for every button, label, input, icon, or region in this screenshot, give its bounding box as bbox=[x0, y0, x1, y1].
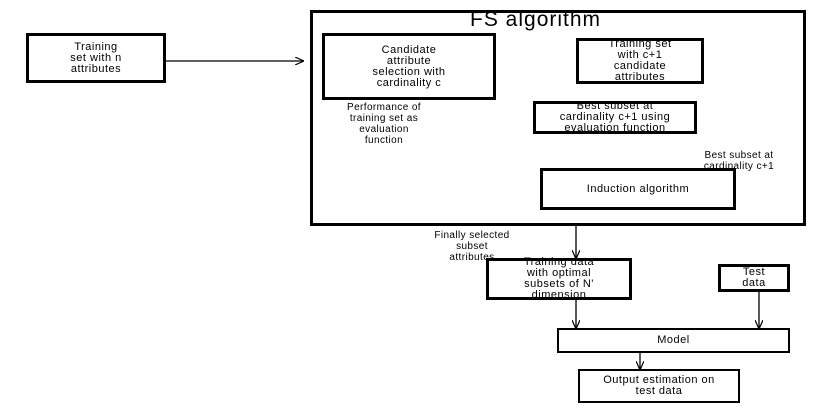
finally-selected-annotation: Finally selected subset attributes bbox=[434, 230, 510, 263]
training-data-optimal-label: Training data with optimal subsets of N'… bbox=[523, 256, 595, 301]
performance-annotation: Performance of training set as evaluatio… bbox=[347, 102, 421, 146]
test-data-box: Test data bbox=[718, 264, 790, 292]
output-label: Output estimation on test data bbox=[603, 374, 715, 397]
training-set-c1-box: Training set with c+1 candidate attribut… bbox=[576, 38, 704, 84]
training-set-label: Training set with n attributes bbox=[70, 40, 122, 75]
training-set-box: Training set with n attributes bbox=[26, 33, 166, 83]
candidate-selection-box: Candidate attribute selection with cardi… bbox=[322, 33, 496, 100]
test-data-label: Test data bbox=[742, 266, 766, 289]
output-box: Output estimation on test data bbox=[578, 369, 740, 403]
induction-box: Induction algorithm bbox=[540, 168, 736, 210]
model-box: Model bbox=[557, 328, 790, 353]
candidate-selection-label: Candidate attribute selection with cardi… bbox=[372, 43, 446, 89]
fs-algorithm-title: FS algorithm bbox=[470, 8, 602, 31]
best-subset-label: Best subset at cardinality c+1 using eva… bbox=[559, 100, 671, 134]
best-subset-box: Best subset at cardinality c+1 using eva… bbox=[533, 101, 697, 134]
model-label: Model bbox=[657, 334, 690, 346]
training-data-optimal-box: Training data with optimal subsets of N'… bbox=[486, 256, 632, 301]
induction-label: Induction algorithm bbox=[586, 182, 690, 195]
training-set-c1-label: Training set with c+1 candidate attribut… bbox=[608, 38, 672, 83]
best-subset-annotation: Best subset at cardinality c+1 bbox=[703, 150, 775, 172]
